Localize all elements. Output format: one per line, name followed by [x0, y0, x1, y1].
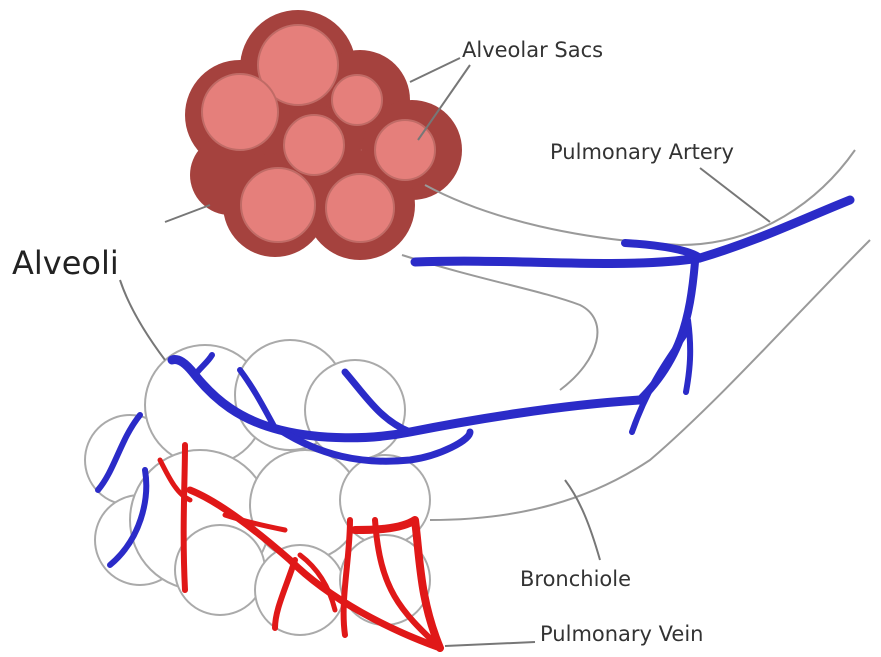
leader-pulmonary-vein: [445, 642, 535, 646]
label-pulmonary-artery: Pulmonary Artery: [550, 140, 734, 164]
artery-branch: [686, 320, 690, 392]
leader-pulmonary-artery: [700, 168, 770, 222]
label-bronchiole: Bronchiole: [520, 567, 631, 591]
label-alveoli: Alveoli: [12, 244, 119, 282]
sac-alveolus: [241, 168, 315, 242]
vein-branch: [184, 445, 185, 590]
alveolus: [305, 360, 405, 460]
leader-alveoli-bottom: [120, 280, 165, 360]
sac-alveolus: [326, 174, 394, 242]
leader-alveolar-sacs: [410, 58, 460, 82]
alveoli-cluster: [85, 340, 430, 635]
label-pulmonary-vein: Pulmonary Vein: [540, 622, 703, 646]
label-alveolar-sacs: Alveolar Sacs: [462, 38, 603, 62]
bronchiole-outline: [402, 150, 870, 520]
sac-alveolus: [202, 74, 278, 150]
sac-alveolus: [284, 115, 344, 175]
sac-alveolus: [332, 75, 382, 125]
leader-bronchiole: [565, 480, 600, 560]
leader-alveoli-top: [165, 205, 210, 222]
alveolus: [175, 525, 265, 615]
